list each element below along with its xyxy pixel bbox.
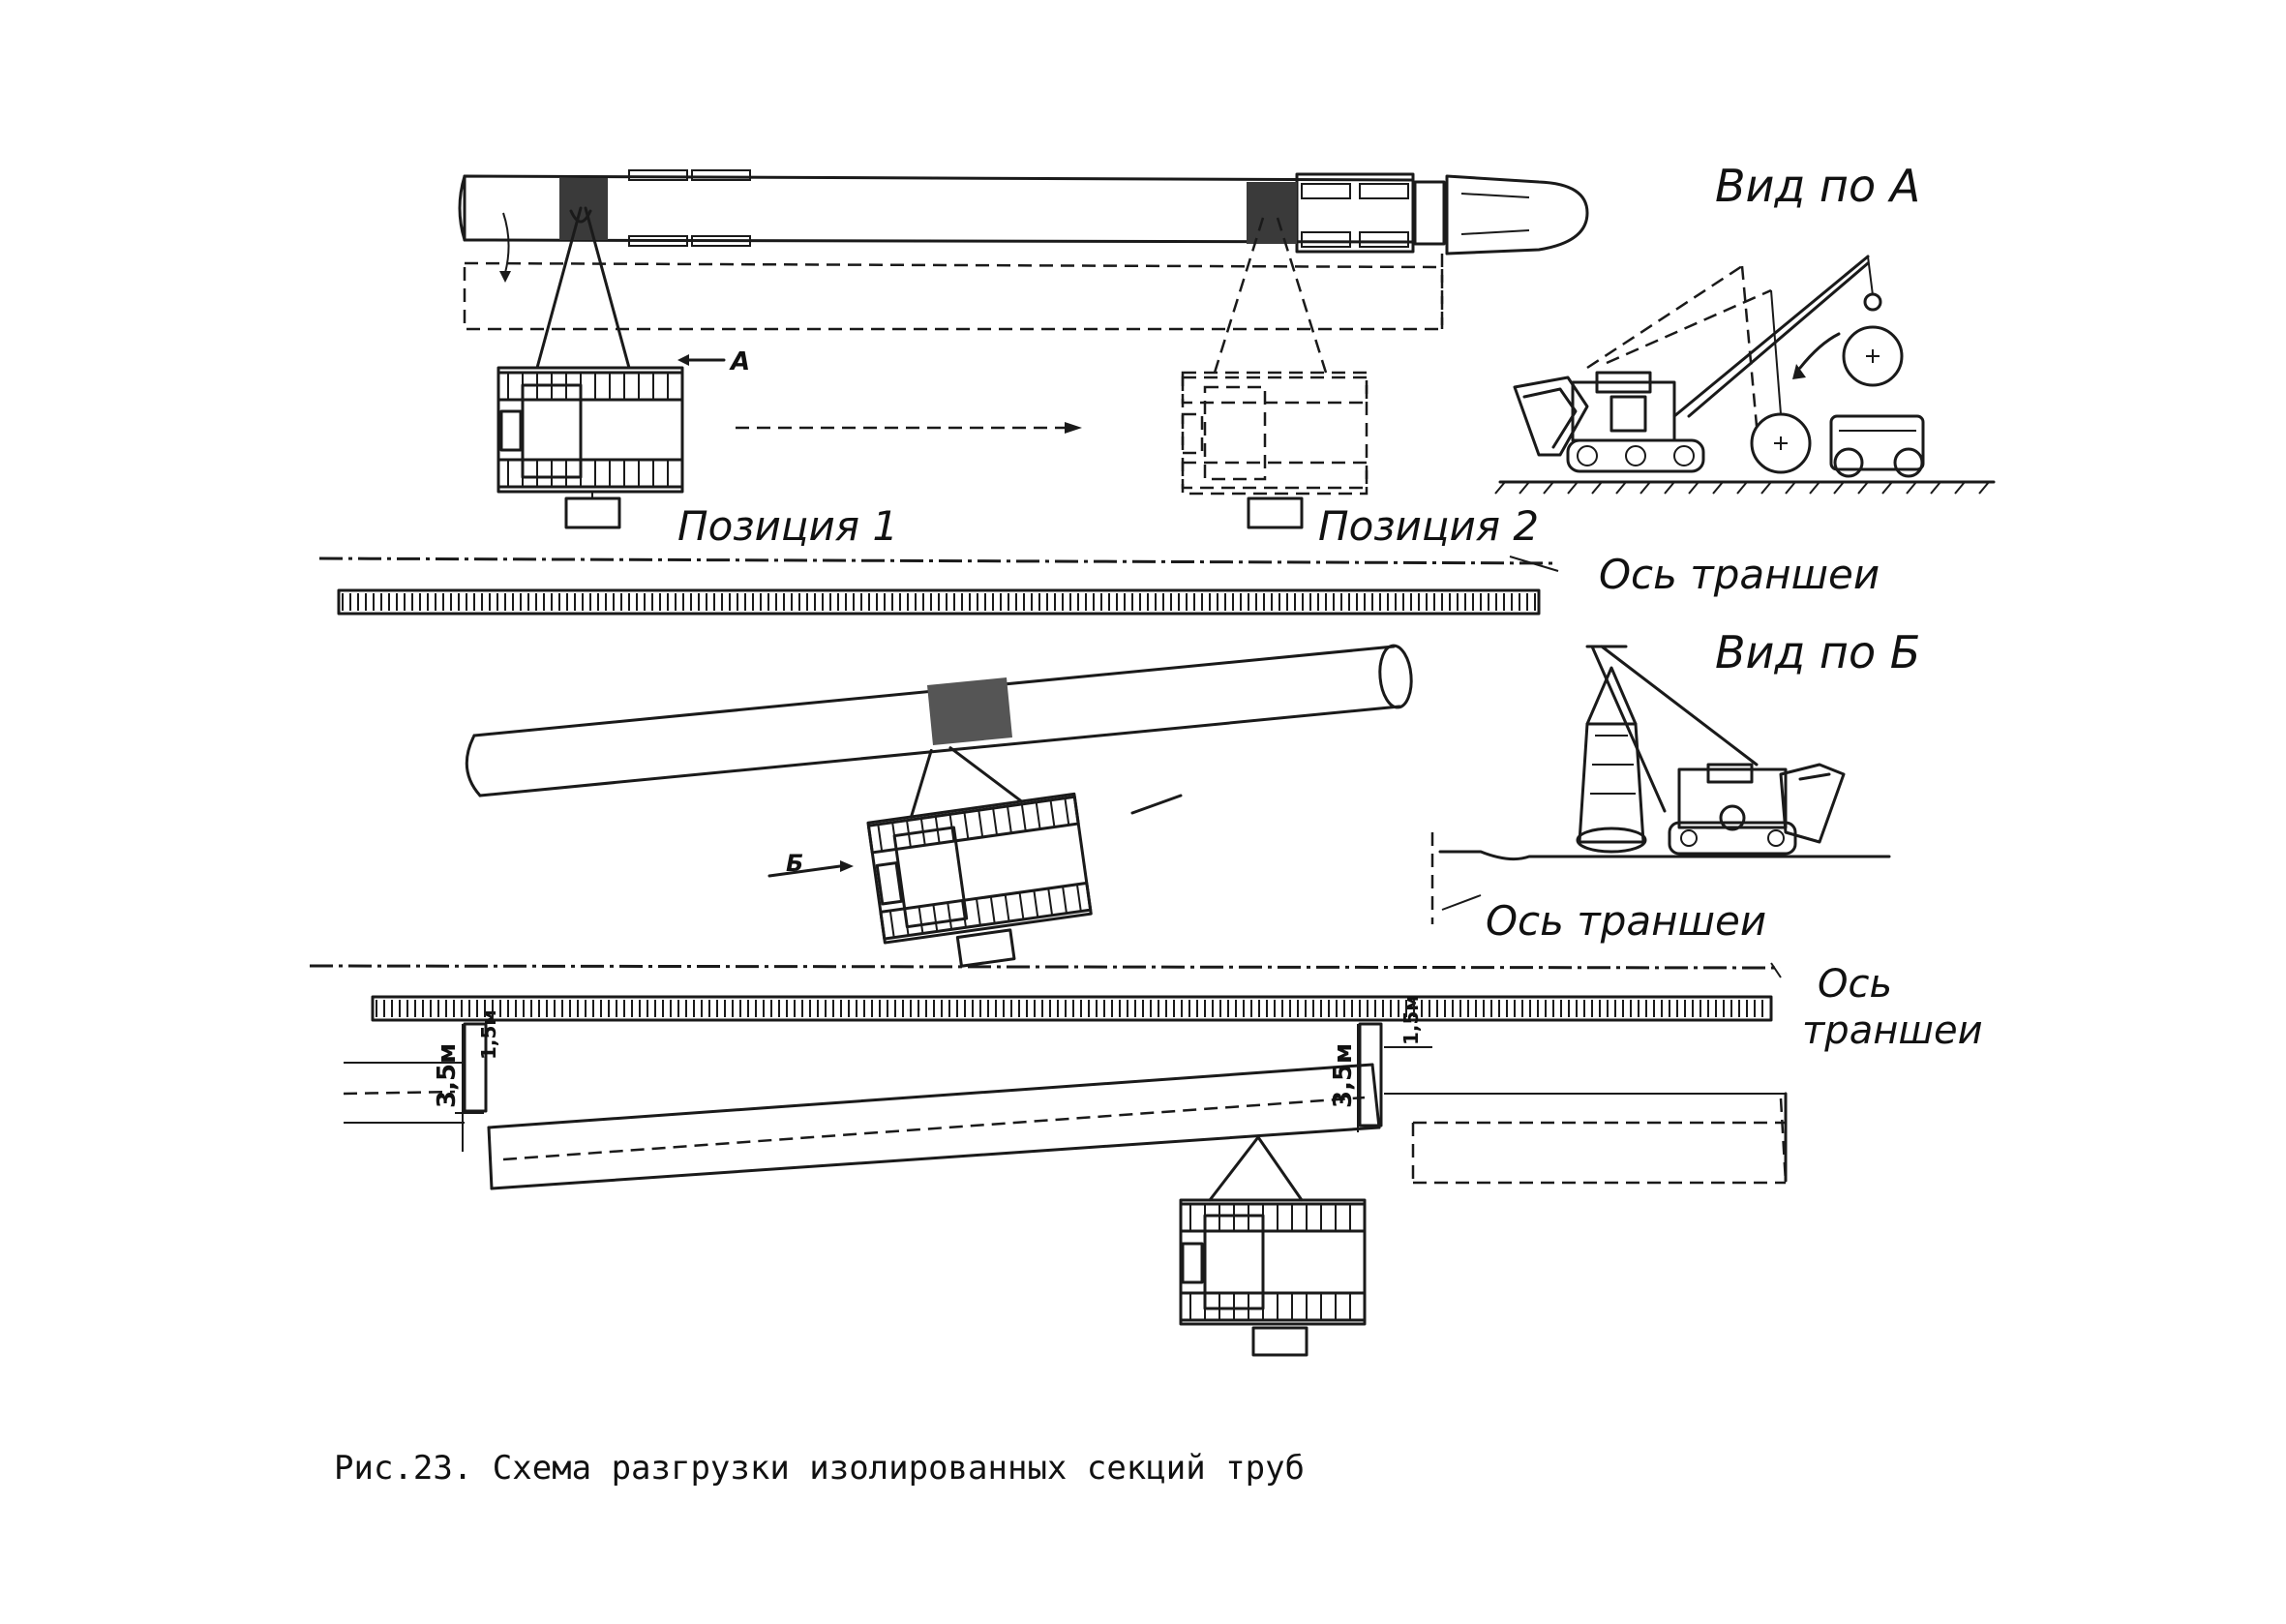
dim-right-1-5: 1,5м [1399, 995, 1423, 1045]
position-2-label: Позиция 2 [1318, 502, 1539, 550]
bottom-pipes [343, 1022, 1788, 1190]
trench-axis-2-label: Ось траншеи [1486, 897, 1766, 945]
trench-strip-teeth [342, 593, 1536, 611]
view-arrow-a: А [677, 347, 750, 376]
figure-caption: Рис.23. Схема разгрузки изолированных се… [334, 1449, 1305, 1488]
trench-axis-3 [309, 962, 1782, 1022]
view-a-illustration [1494, 255, 1996, 495]
middle-pipelayer [866, 746, 1093, 968]
bottom-pipelayer [1179, 1135, 1367, 1357]
middle-view-line: Б [767, 794, 1183, 878]
top-pipe-trailer [458, 169, 1589, 331]
pipelayer-position-2 [1181, 217, 1369, 529]
trench-axis-3-label-line1: Ось [1818, 962, 1892, 1007]
trench-axis-3-label-line2: траншеи [1802, 1008, 1983, 1053]
dim-left-1-5: 1,5м [477, 1009, 500, 1060]
view-a-title: Вид по А [1715, 160, 1920, 212]
dim-left-3-5: 3,5м [433, 1043, 462, 1108]
view-b-illustration [1430, 645, 1891, 924]
position-1-label: Позиция 1 [677, 502, 898, 550]
view-b-title: Вид по Б [1715, 626, 1920, 678]
dimension-marks: 3,5м 1,5м 3,5м 1,5м [433, 995, 1432, 1152]
trench-axis-1 [318, 556, 1559, 616]
arrow-b-label: Б [786, 850, 803, 877]
middle-pipe [465, 644, 1413, 797]
trench-axis-1-label: Ось траншеи [1599, 551, 1880, 598]
arrow-a-label: А [729, 347, 750, 376]
pipelayer-position-1 [496, 206, 684, 529]
trench-strip-teeth [376, 1000, 1763, 1017]
movement-arrow [736, 422, 1082, 434]
dim-right-3-5: 3,5м [1329, 1043, 1358, 1108]
